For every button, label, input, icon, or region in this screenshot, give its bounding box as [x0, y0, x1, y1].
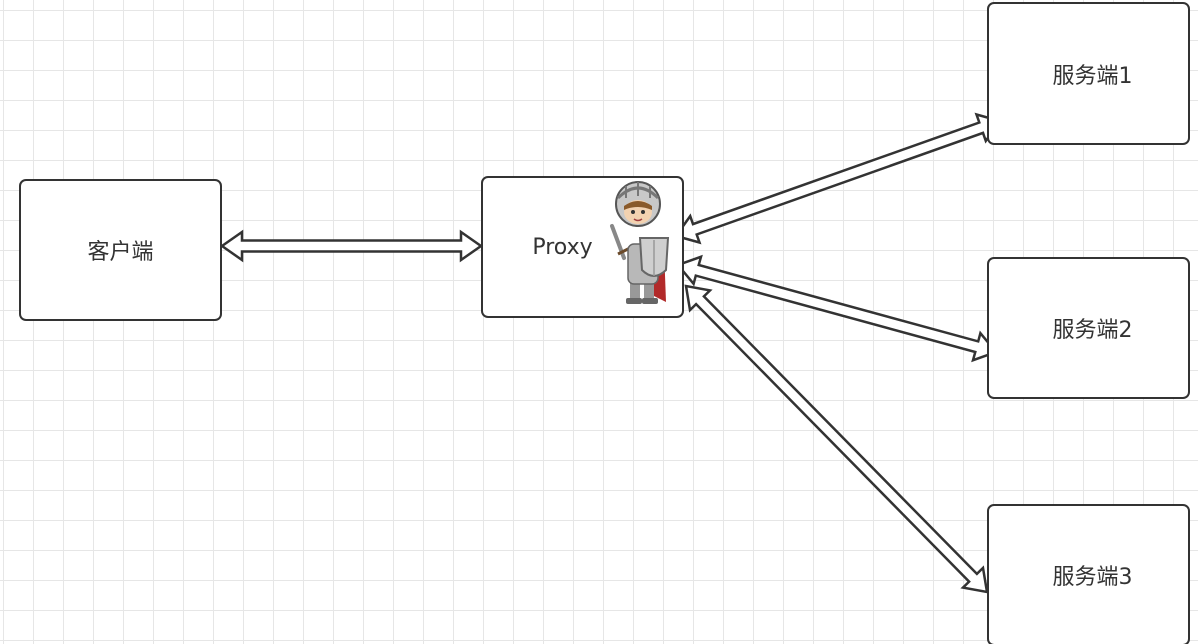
node-client-label: 客户端: [87, 240, 154, 265]
node-server-2-label: 服务端2: [1052, 318, 1133, 343]
node-server-1-label: 服务端1: [1052, 63, 1133, 89]
knight-mascot-icon: [610, 181, 670, 304]
node-proxy-label: Proxy: [532, 234, 593, 260]
node-server-1[interactable]: 服务端1: [987, 2, 1190, 145]
node-server-3[interactable]: 服务端3: [987, 504, 1190, 644]
node-server-2[interactable]: 服务端2: [987, 257, 1190, 399]
node-client[interactable]: 客户端: [19, 179, 222, 321]
node-server-3-label: 服务端3: [1052, 565, 1133, 590]
arrow-proxy-server1[interactable]: [673, 112, 1003, 245]
arrow-proxy-server2[interactable]: [675, 254, 999, 363]
arrow-client-proxy[interactable]: [219, 229, 484, 263]
